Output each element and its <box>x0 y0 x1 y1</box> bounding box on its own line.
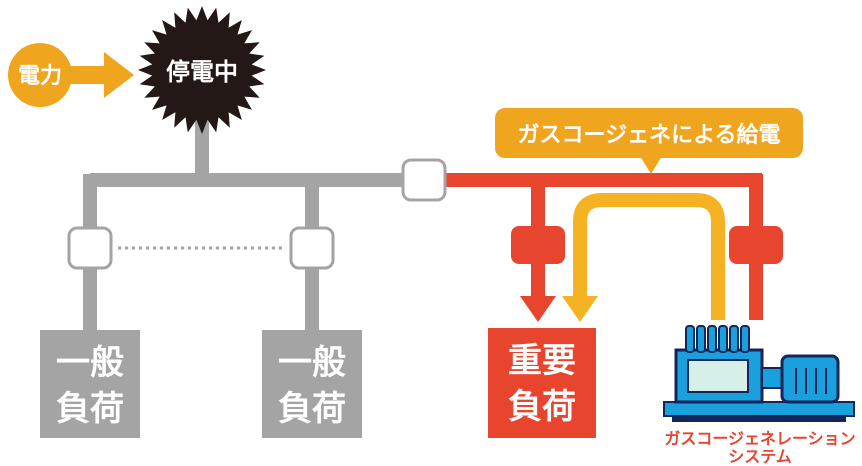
main-switch <box>401 158 447 202</box>
critical-load-box <box>488 328 596 438</box>
power-source-label: 電力 <box>18 64 62 89</box>
cogeneration-system-icon <box>663 325 855 422</box>
engine-cylinder <box>740 325 750 353</box>
system-caption-line1: ガスコージェネレーション <box>664 429 855 448</box>
power-source-circle <box>8 43 72 107</box>
general-load-2-line1: 一般 <box>278 343 346 383</box>
critical-load: 重要 負荷 <box>488 328 596 438</box>
general-load-1: 一般 負荷 <box>40 330 140 438</box>
general-load-1-line2: 負荷 <box>56 389 124 429</box>
general-load-2: 一般 負荷 <box>262 330 362 438</box>
engine-panel <box>687 359 749 393</box>
engine-cylinder <box>729 325 739 353</box>
red-arrow-head <box>520 296 556 322</box>
general-load-1-box <box>40 330 140 438</box>
orange-supply-path <box>573 193 725 320</box>
fuse-critical <box>511 226 565 264</box>
machine-base <box>663 401 855 417</box>
engine-cylinder <box>718 325 728 353</box>
switch-general-1 <box>67 226 113 270</box>
gas-supply-callout: ガスコージェネによる給電 <box>495 108 803 174</box>
engine-cylinders <box>685 325 750 353</box>
power-arrow-shaft <box>70 66 106 84</box>
outage-label: 停電中 <box>166 58 238 86</box>
power-arrow-head <box>104 52 134 98</box>
generator-body <box>780 354 840 404</box>
general-load-2-line2: 負荷 <box>278 389 346 429</box>
system-caption-line2: システム <box>728 447 792 466</box>
callout-label: ガスコージェネによる給電 <box>518 122 781 148</box>
callout-box <box>495 108 803 158</box>
power-source-badge: 電力 <box>8 43 134 107</box>
critical-load-line1: 重要 <box>508 341 576 381</box>
engine-cylinder <box>685 325 695 353</box>
engine-cylinder <box>707 325 717 353</box>
orange-arrow-head <box>562 296 598 322</box>
engine-cylinder <box>696 325 706 353</box>
critical-load-line2: 負荷 <box>508 387 576 427</box>
fuse-system <box>729 226 783 264</box>
gray-grid-lines <box>83 118 404 360</box>
callout-pointer <box>640 156 662 174</box>
outage-starburst <box>138 6 266 134</box>
machine-base-shadow <box>672 416 846 422</box>
switch-general-2 <box>289 226 335 270</box>
general-load-2-box <box>262 330 362 438</box>
general-load-1-line1: 一般 <box>56 343 124 383</box>
